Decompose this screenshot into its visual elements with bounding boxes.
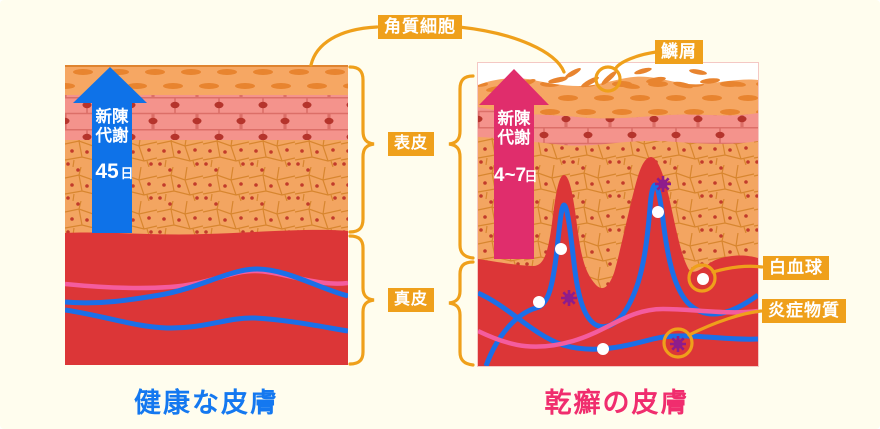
arrow-unit: 日 (524, 169, 537, 184)
label-scale: 鱗屑 (655, 40, 703, 64)
label-dermis: 真皮 (388, 288, 435, 312)
metabolism-arrow-psoriasis: 新陳 代謝 4~7 日 (479, 69, 549, 259)
caption-healthy-skin: 健康な皮膚 (134, 388, 279, 418)
dermis-brace-right (448, 260, 475, 367)
caption-psoriasis-skin: 乾癬の皮膚 (544, 388, 690, 418)
arrow-text-line2: 代謝 (497, 127, 532, 147)
arrow-unit: 日 (120, 166, 133, 181)
epidermis-brace-right (448, 74, 475, 260)
psoriasis-skin-panel: 新陳 代謝 4~7 日 (477, 62, 759, 367)
arrow-text-line2: 代謝 (95, 125, 130, 145)
label-epidermis: 表皮 (388, 132, 435, 156)
healthy-skin-panel: 新陳 代謝 45 日 (65, 65, 348, 365)
label-inflammatory-substance: 炎症物質 (762, 299, 846, 323)
arrow-value: 45 (95, 160, 119, 183)
blue-vessel-upper (65, 266, 348, 306)
corneocyte-pointer-left (309, 25, 379, 67)
arrow-text-line1: 新陳 (96, 106, 130, 126)
blue-vessel-papilla-loops (483, 182, 758, 366)
blue-vessel-lower (65, 307, 348, 334)
dermis-layer (65, 229, 348, 365)
label-corneocyte: 角質細胞 (378, 15, 462, 39)
granular-layer (478, 107, 758, 146)
dermis-brace-left (348, 234, 375, 366)
metabolism-arrow-healthy: 新陳 代謝 45 日 (73, 67, 147, 233)
arrow-value: 4~7 (494, 165, 526, 186)
arrow-text-line1: 新陳 (498, 108, 532, 128)
label-white-blood-cell: 白血球 (763, 256, 829, 280)
epidermis-brace-left (348, 65, 375, 234)
